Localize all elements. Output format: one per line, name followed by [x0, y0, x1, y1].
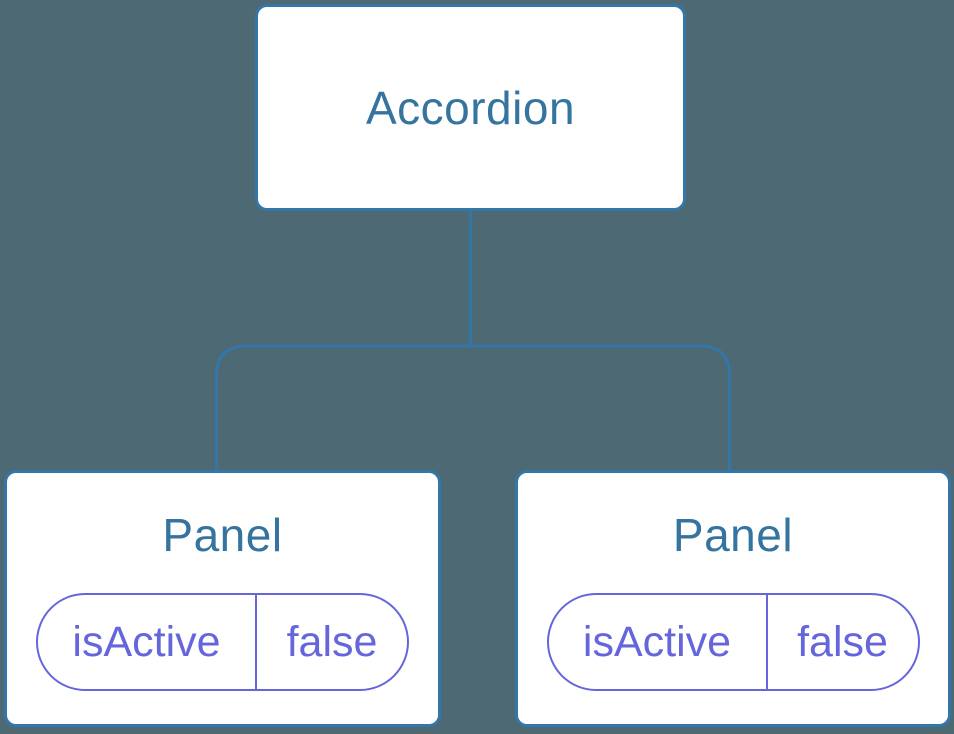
state-key: isActive [38, 595, 257, 689]
state-pill: isActive false [36, 593, 409, 691]
state-pill: isActive false [546, 593, 920, 691]
accordion-node-label: Accordion [365, 81, 576, 134]
state-value: false [797, 617, 888, 666]
panel-node-label: Panel [162, 509, 283, 561]
panel-node-label: Panel [672, 509, 794, 561]
connector-bracket [215, 344, 731, 471]
panel-node-right: Panel isActive false [515, 470, 951, 727]
state-value: false [286, 617, 378, 666]
accordion-node: Accordion [255, 4, 686, 211]
state-key: isActive [549, 595, 768, 689]
panel-node-left: Panel isActive false [4, 470, 441, 727]
